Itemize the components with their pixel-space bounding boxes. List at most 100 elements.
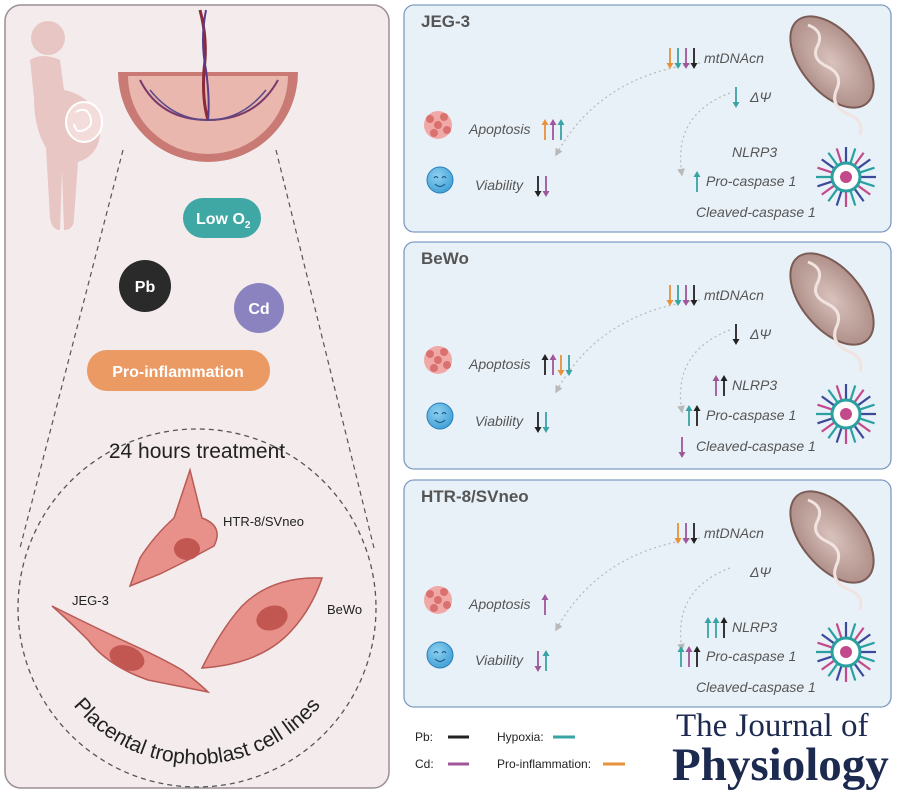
mitochondrion-icon xyxy=(789,15,875,136)
apoptosis-label: Apoptosis xyxy=(468,596,530,612)
legend-hypoxia-label: Hypoxia: xyxy=(497,730,544,744)
legend: Pb: Cd: Hypoxia: Pro-inflammation: xyxy=(415,730,625,771)
inflammasome-icon xyxy=(816,147,876,207)
panel-title: JEG-3 xyxy=(421,12,470,31)
mtdna-arrowhead xyxy=(674,300,682,306)
apoptosis-arrowhead xyxy=(541,594,549,600)
mtdna-arrowhead xyxy=(690,538,698,544)
mitochondrion-icon xyxy=(789,490,875,611)
viability-smiley-icon xyxy=(426,166,454,194)
panel-box xyxy=(403,241,892,470)
apoptosis-cell-icon xyxy=(424,586,452,614)
apoptosis-arrowhead xyxy=(541,119,549,125)
panel-2: BeWomtDNAcnΔΨApoptosisViabilityNLRP3Pro-… xyxy=(403,241,892,470)
dpsi-arrowhead xyxy=(732,339,740,345)
mtdna-arrowhead xyxy=(690,63,698,69)
pb-label: Pb xyxy=(135,279,156,296)
fetus-icon xyxy=(65,101,103,143)
procaspase-arrowhead xyxy=(685,646,693,652)
panel-box xyxy=(403,4,892,233)
htr-cell-label: HTR-8/SVneo xyxy=(223,514,304,529)
viability-arrowhead xyxy=(534,427,542,433)
delta-psi-label: ΔΨ xyxy=(749,564,771,580)
nlrp3-label: NLRP3 xyxy=(732,144,777,160)
dotted-arrow xyxy=(555,537,701,632)
cleaved-caspase-arrowhead xyxy=(678,452,686,458)
placenta-icon xyxy=(118,9,298,162)
apoptosis-arrowhead xyxy=(557,119,565,125)
pb-circle xyxy=(119,260,171,312)
nlrp3-arrowhead xyxy=(704,617,712,623)
viability-arrowhead xyxy=(534,666,542,672)
procaspase-arrowhead xyxy=(677,646,685,652)
procaspase-arrowhead xyxy=(685,405,693,411)
low-o2-pill xyxy=(183,198,261,238)
apoptosis-arrowhead xyxy=(541,354,549,360)
nlrp3-arrowhead xyxy=(720,617,728,623)
mtdnacn-label: mtDNAcn xyxy=(704,50,764,66)
panels-layer: JEG-3mtDNAcnΔΨApoptosisViabilityNLRP3Pro… xyxy=(403,4,892,708)
mtdna-arrowhead xyxy=(690,300,698,306)
mtdna-arrowhead xyxy=(682,63,690,69)
bewo-cell-label: BeWo xyxy=(327,602,362,617)
viability-smiley-icon xyxy=(426,402,454,430)
viability-label: Viability xyxy=(475,177,524,193)
journal-title-line2: Physiology xyxy=(672,739,889,791)
mtdna-arrowhead xyxy=(682,300,690,306)
cleaved-caspase-label: Cleaved-caspase 1 xyxy=(696,679,816,695)
mtdna-arrowhead xyxy=(666,300,674,306)
viability-arrowhead xyxy=(542,427,550,433)
inflammasome-icon xyxy=(816,384,876,444)
proinflammation-label: Pro-inflammation xyxy=(112,364,244,381)
pregnant-woman-icon xyxy=(30,21,101,230)
pro-caspase-label: Pro-caspase 1 xyxy=(706,173,796,189)
panel-1: JEG-3mtDNAcnΔΨApoptosisViabilityNLRP3Pro… xyxy=(403,4,892,233)
viability-label: Viability xyxy=(475,413,524,429)
cd-circle xyxy=(234,283,284,333)
panel-title: BeWo xyxy=(421,249,469,268)
procaspase-arrowhead xyxy=(693,171,701,177)
mitochondrion-icon xyxy=(789,252,875,373)
mtdna-arrowhead xyxy=(674,538,682,544)
mtdnacn-label: mtDNAcn xyxy=(704,525,764,541)
cell-lines-circle xyxy=(17,428,377,788)
apoptosis-arrowhead xyxy=(549,119,557,125)
viability-smiley-icon xyxy=(426,641,454,669)
nlrp3-arrowhead xyxy=(712,375,720,381)
legend-pb-label: Pb: xyxy=(415,730,433,744)
treatment-label: 24 hours treatment xyxy=(109,440,285,463)
dpsi-arrowhead xyxy=(732,102,740,108)
cleaved-caspase-label: Cleaved-caspase 1 xyxy=(696,204,816,220)
jeg-cell-label: JEG-3 xyxy=(72,593,109,608)
pro-caspase-label: Pro-caspase 1 xyxy=(706,648,796,664)
panel-box xyxy=(403,479,892,708)
mtdnacn-label: mtDNAcn xyxy=(704,287,764,303)
legend-proinflammation-label: Pro-inflammation: xyxy=(497,757,591,771)
proinflammation-pill xyxy=(87,350,270,391)
apoptosis-label: Apoptosis xyxy=(468,121,530,137)
nlrp3-arrowhead xyxy=(712,617,720,623)
procaspase-arrowhead xyxy=(693,646,701,652)
mtdna-arrowhead xyxy=(682,538,690,544)
apoptosis-cell-icon xyxy=(424,111,452,139)
nlrp3-arrowhead xyxy=(720,375,728,381)
cd-label: Cd xyxy=(248,301,269,318)
apoptosis-label: Apoptosis xyxy=(468,356,530,372)
viability-arrowhead xyxy=(542,191,550,197)
procaspase-arrowhead xyxy=(693,405,701,411)
journal-title-line1: The Journal of xyxy=(676,708,868,744)
viability-arrowhead xyxy=(534,191,542,197)
panel-title: HTR-8/SVneo xyxy=(421,487,529,506)
apoptosis-cell-icon xyxy=(424,346,452,374)
nlrp3-label: NLRP3 xyxy=(732,377,777,393)
legend-cd-label: Cd: xyxy=(415,757,434,771)
mtdna-arrowhead xyxy=(666,63,674,69)
panel-3: HTR-8/SVneomtDNAcnΔΨApoptosisViabilityNL… xyxy=(403,479,892,708)
dotted-arrow xyxy=(555,62,701,157)
apoptosis-arrowhead xyxy=(565,370,573,376)
inflammasome-icon xyxy=(816,622,876,682)
cleaved-caspase-label: Cleaved-caspase 1 xyxy=(696,438,816,454)
low-o2-label: Low O2 xyxy=(196,211,251,231)
delta-psi-label: ΔΨ xyxy=(749,326,771,342)
